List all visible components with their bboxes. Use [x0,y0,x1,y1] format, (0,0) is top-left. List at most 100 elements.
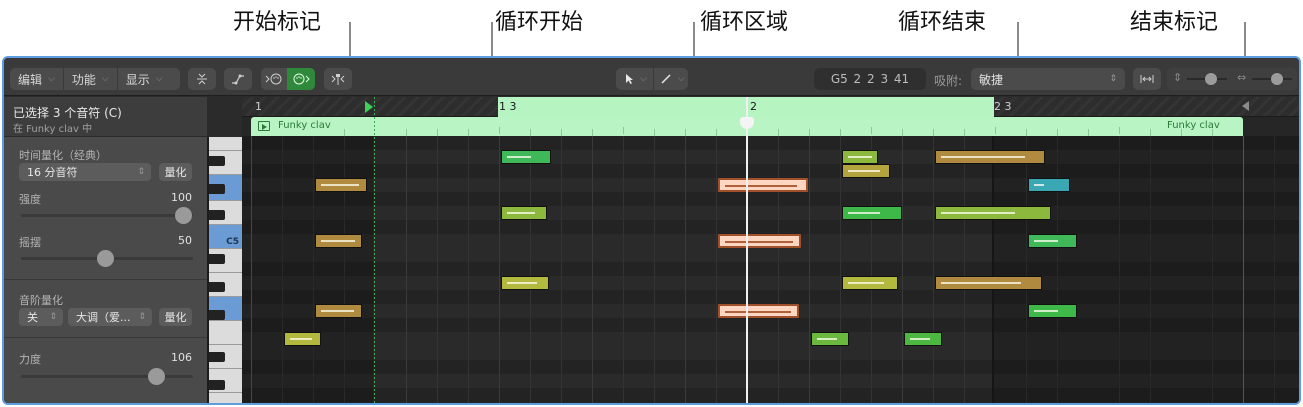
loop-end-line [992,136,994,403]
grid-row [242,220,1299,234]
chevron-down-icon: ⌵ [677,74,685,84]
fit-button[interactable] [1133,68,1161,90]
midi-note[interactable] [904,332,942,346]
midi-note[interactable] [501,206,547,220]
midi-note[interactable] [935,206,1051,220]
midi-out-button[interactable] [287,68,315,90]
piano-key[interactable] [209,137,242,151]
strength-track[interactable] [21,214,193,217]
snap-label: 吸附: [934,74,963,88]
swing-slider[interactable] [97,250,114,267]
note-grid[interactable] [242,136,1299,403]
velocity-track[interactable] [21,375,193,378]
grid-row [242,332,1299,346]
scale-root-select[interactable]: 关 ⇕ [19,308,63,326]
snap-select[interactable]: 敏捷 ⇕ [971,68,1125,90]
grid-row [242,164,1299,178]
start-marker-icon[interactable] [365,101,373,113]
grid-line [468,136,469,403]
functions-menu[interactable]: 功能⌵ [64,68,118,90]
midi-note-selected[interactable] [718,178,808,192]
piano-black-key[interactable] [209,380,225,390]
midi-note[interactable] [1028,234,1077,248]
midi-note[interactable] [315,234,362,248]
piano-keyboard[interactable]: C5 [207,137,242,403]
view-menu[interactable]: 显示⌵ [118,68,171,90]
grid-line [902,136,903,403]
menu-group: 编辑⌵ 功能⌵ 显示⌵ [10,68,180,90]
pointer-tool-menu[interactable]: ⌵ [616,68,654,90]
callout-label: 循环开始 [495,10,584,35]
midi-note[interactable] [842,276,898,290]
grid-line [809,136,810,403]
piano-black-key[interactable] [209,254,225,264]
midi-note[interactable] [1028,304,1077,318]
automation-button[interactable] [224,68,252,90]
ruler-tick [623,127,624,134]
grid-line [1026,136,1027,403]
playhead-handle[interactable] [740,117,754,129]
midi-note[interactable] [284,332,321,346]
strength-label: 强度 [19,193,41,206]
midi-note[interactable] [501,150,551,164]
horizontal-zoom-slider[interactable] [1271,73,1283,85]
midi-note[interactable] [842,164,890,178]
piano-black-key[interactable] [209,352,225,362]
piano-black-key[interactable] [209,310,225,320]
midi-note[interactable] [842,150,878,164]
ruler-tick [344,129,345,136]
grid-line [1119,136,1120,403]
edit-menu[interactable]: 编辑⌵ [10,68,64,90]
playhead[interactable] [746,97,748,403]
ruler-tick [437,129,438,136]
midi-note[interactable] [501,276,549,290]
strength-slider[interactable] [175,207,192,224]
selection-subtitle: 在 Funky clav 中 [13,124,93,135]
midi-note[interactable] [811,332,849,346]
midi-note[interactable] [315,304,362,318]
piano-key-c5[interactable]: C5 [209,225,242,249]
midi-in-button[interactable] [261,68,287,90]
scale-quantize-button[interactable]: 量化 [159,308,192,326]
pencil-tool-menu[interactable]: ⌵ [654,68,691,90]
ruler[interactable]: 1 1 3 2 2 3 [242,97,1299,117]
piano-black-key[interactable] [209,184,225,194]
midi-note[interactable] [1028,178,1070,192]
snap-value: 敏捷 [979,72,1004,87]
velocity-slider[interactable] [148,368,165,385]
midi-note[interactable] [935,276,1042,290]
note-editor[interactable]: 1 1 3 2 2 3 Funky clav Funky clav [242,97,1299,403]
vertical-zoom-slider[interactable] [1205,73,1217,85]
piano-black-key[interactable] [209,282,225,292]
piano-black-key[interactable] [209,156,225,166]
catch-button[interactable] [324,68,352,90]
time-quantize-select[interactable]: 16 分音符 ⇕ [19,163,151,181]
ruler-tick [1088,129,1089,136]
updown-chevron-icon: ⇕ [1109,74,1117,84]
loop-end-number: 2 3 [994,100,1012,113]
time-quantize-button[interactable]: 量化 [159,163,192,181]
midi-note[interactable] [935,150,1045,164]
start-marker-line [374,97,375,403]
chevron-down-icon: ⌵ [640,74,647,84]
grid-line [406,136,407,403]
grid-row [242,388,1299,402]
zoom-sliders: ⇕ ⇔ [1167,68,1297,90]
callout-label: 结束标记 [1130,10,1219,35]
chevron-down-icon: ⌵ [155,74,163,84]
midi-note[interactable] [315,178,367,192]
scale-type-select[interactable]: 大调（爱... ⇕ [68,308,152,326]
end-marker-icon[interactable] [1242,101,1249,111]
functions-menu-label: 功能 [71,72,96,87]
piano-black-key[interactable] [209,210,225,220]
midi-note-selected[interactable] [718,304,799,318]
piano-key[interactable] [209,321,242,345]
grid-line [654,136,655,403]
collapse-button[interactable] [188,68,216,90]
midi-note[interactable] [842,206,902,220]
grid-line [840,136,841,403]
piano-key[interactable] [209,393,242,403]
midi-note-selected[interactable] [718,234,801,248]
grid-line [685,136,686,403]
scale-quantize-label: 音阶量化 [19,294,63,307]
